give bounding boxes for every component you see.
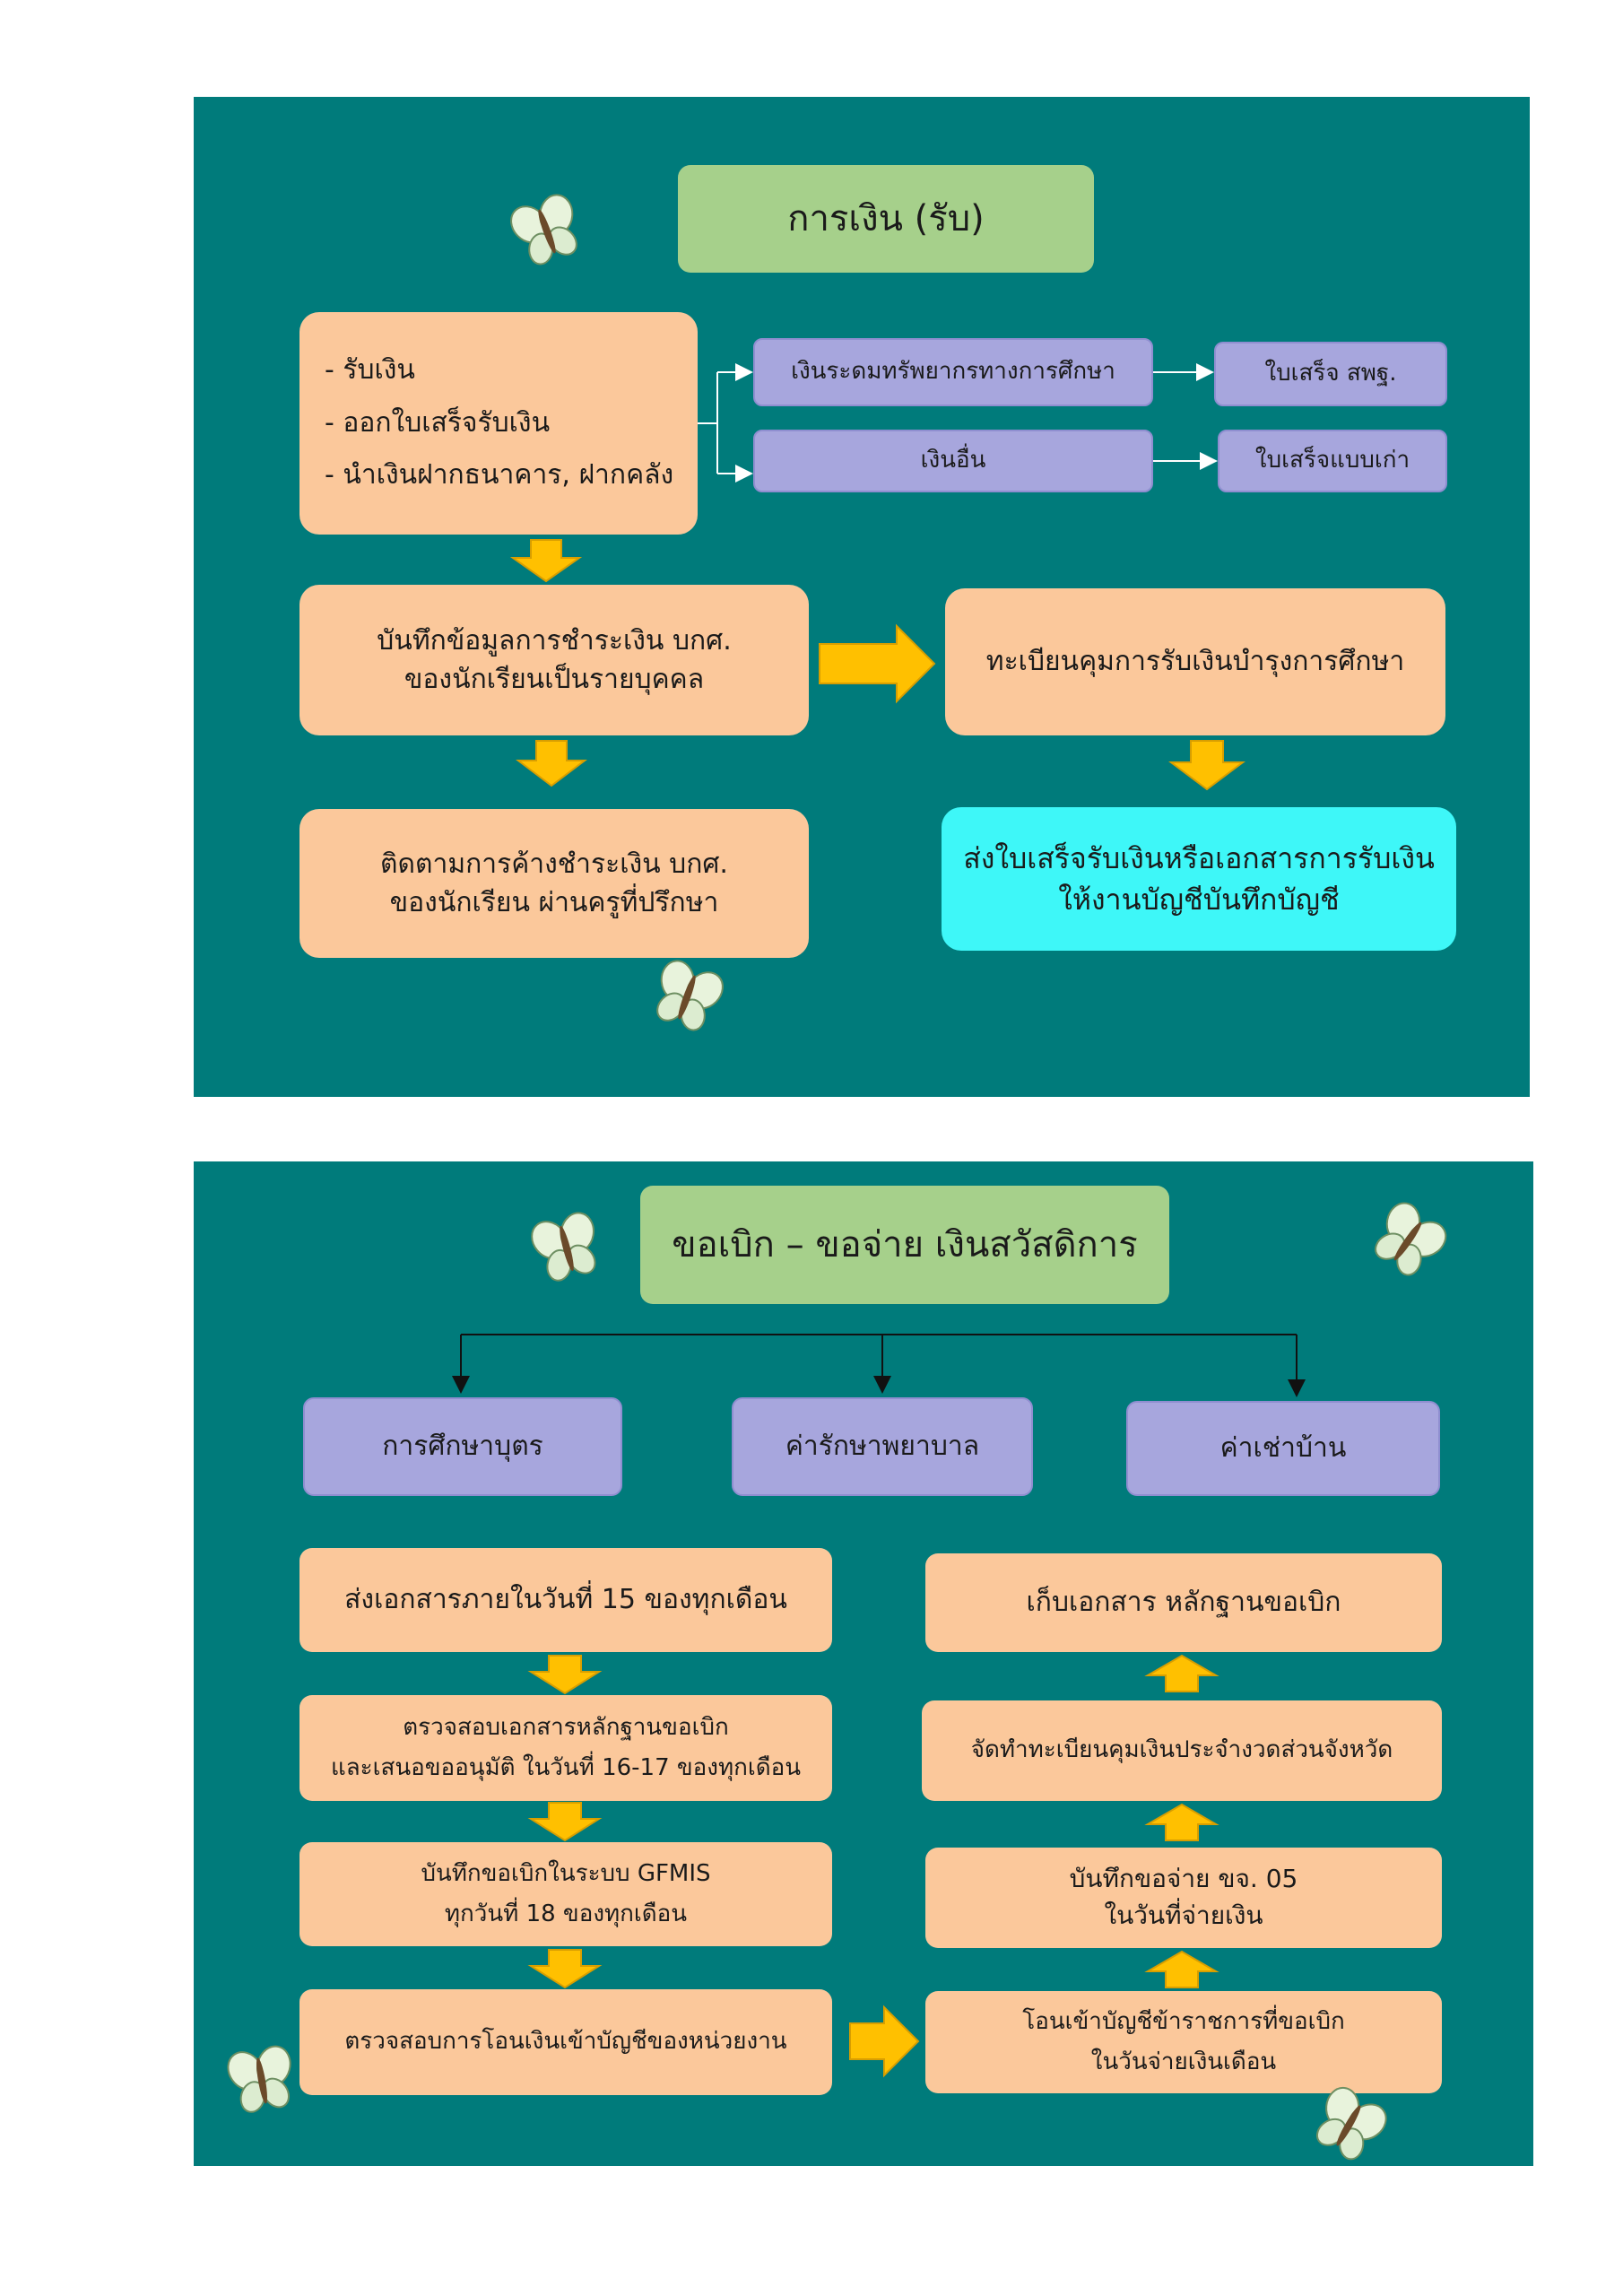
receive-steps-box: - รับเงิน - ออกใบเสร็จรับเงิน - นำเงินฝา… [299,312,698,535]
right-step-4: โอนเข้าบัญชีข้าราชการที่ขอเบิก ในวันจ่าย… [925,1991,1442,2093]
receipt-title-text: การเงิน (รับ) [787,198,985,239]
right-step-line: ในวันจ่ายเงินเดือน [1090,2048,1277,2075]
welfare-title: ขอเบิก – ขอจ่าย เงินสวัสดิการ [640,1186,1169,1304]
fund-education-box: เงินระดมทรัพยากรทางการศึกษา [753,338,1153,406]
category-rent-box: ค่าเช่าบ้าน [1126,1401,1440,1496]
welfare-title-text: ขอเบิก – ขอจ่าย เงินสวัสดิการ [672,1224,1138,1265]
receipt-spt-label: ใบเสร็จ สพฐ. [1264,360,1397,387]
follow-up-line: ติดตามการค้างชำระเงิน บกศ. [380,848,728,880]
receive-step: - นำเงินฝากธนาคาร, ฝากคลัง [325,459,674,491]
right-step-2: จัดทำทะเบียนคุมเงินประจำงวดส่วนจังหวัด [922,1700,1442,1801]
category-rent-label: ค่าเช่าบ้าน [1219,1432,1347,1465]
receive-step: - ออกใบเสร็จรับเงิน [325,406,551,439]
send-receipt-line: ส่งใบเสร็จรับเงินหรือเอกสารการรับเงิน [963,840,1435,875]
left-step-3: บันทึกขอเบิกในระบบ GFMIS ทุกวันที่ 18 ขอ… [299,1842,832,1946]
follow-up-box: ติดตามการค้างชำระเงิน บกศ. ของนักเรียน ผ… [299,809,809,958]
record-payment-line: บันทึกข้อมูลการชำระเงิน บกศ. [377,624,732,657]
receive-step: - รับเงิน [325,354,415,387]
right-step-line: ในวันที่จ่ายเงิน [1104,1900,1263,1930]
record-payment-line: ของนักเรียนเป็นรายบุคคล [404,664,705,695]
category-education-box: การศึกษาบุตร [303,1397,622,1496]
right-step-line: โอนเข้าบัญชีข้าราชการที่ขอเบิก [1022,2007,1345,2035]
right-step-line: เก็บเอกสาร หลักฐานขอเบิก [1026,1587,1341,1619]
register-box: ทะเบียนคุมการรับเงินบำรุงการศึกษา [945,588,1445,735]
left-step-line: ทุกวันที่ 18 ของทุกเดือน [444,1900,688,1927]
left-step-line: ตรวจสอบเอกสารหลักฐานขอเบิก [403,1713,729,1741]
right-step-line: จัดทำทะเบียนคุมเงินประจำงวดส่วนจังหวัด [970,1736,1393,1764]
right-step-3: บันทึกขอจ่าย ขจ. 05 ในวันที่จ่ายเงิน [925,1848,1442,1948]
fund-other-box: เงินอื่น [753,430,1153,492]
send-receipt-line: ให้งานบัญชีบันทึกบัญชี [1058,883,1340,917]
left-step-line: ตรวจสอบการโอนเงินเข้าบัญชีของหน่วยงาน [344,2028,787,2056]
record-payment-box: บันทึกข้อมูลการชำระเงิน บกศ. ของนักเรียน… [299,585,809,735]
right-step-line: บันทึกขอจ่าย ขจ. 05 [1069,1864,1298,1894]
receipt-old-label: ใบเสร็จแบบเก่า [1254,447,1410,474]
receipt-spt-box: ใบเสร็จ สพฐ. [1214,342,1447,406]
category-education-label: การศึกษาบุตร [382,1431,543,1463]
follow-up-line: ของนักเรียน ผ่านครูที่ปรึกษา [389,887,719,918]
receipt-title: การเงิน (รับ) [678,165,1094,273]
left-step-1: ส่งเอกสารภายในวันที่ 15 ของทุกเดือน [299,1548,832,1652]
category-medical-label: ค่ารักษาพยาบาล [785,1431,980,1463]
register-label: ทะเบียนคุมการรับเงินบำรุงการศึกษา [985,646,1405,678]
right-step-1: เก็บเอกสาร หลักฐานขอเบิก [925,1553,1442,1652]
left-step-2: ตรวจสอบเอกสารหลักฐานขอเบิก และเสนอขออนุม… [299,1695,832,1801]
left-step-4: ตรวจสอบการโอนเงินเข้าบัญชีของหน่วยงาน [299,1989,832,2095]
fund-education-label: เงินระดมทรัพยากรทางการศึกษา [791,358,1115,386]
left-step-line: บันทึกขอเบิกในระบบ GFMIS [421,1859,711,1887]
left-step-line: และเสนอขออนุมัติ ในวันที่ 16-17 ของทุกเด… [330,1754,802,1781]
receipt-old-box: ใบเสร็จแบบเก่า [1218,430,1447,492]
send-receipt-box: ส่งใบเสร็จรับเงินหรือเอกสารการรับเงิน ให… [942,807,1456,951]
left-step-line: ส่งเอกสารภายในวันที่ 15 ของทุกเดือน [344,1584,787,1616]
fund-other-label: เงินอื่น [920,447,986,474]
category-medical-box: ค่ารักษาพยาบาล [732,1397,1033,1496]
